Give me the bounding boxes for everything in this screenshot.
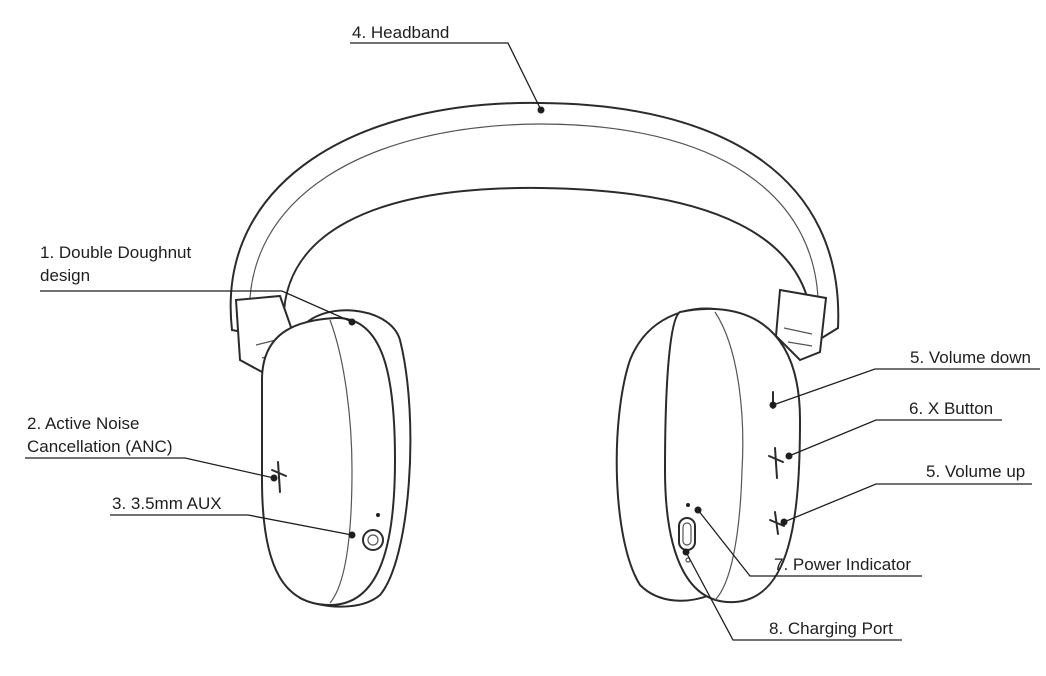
label-charging-port: 8. Charging Port [769, 619, 893, 638]
label-aux: 3. 3.5mm AUX [112, 494, 222, 513]
label-volume-up: 5. Volume up [926, 462, 1026, 481]
label-volume-down: 5. Volume down [910, 348, 1031, 367]
left-earcup [261, 309, 412, 608]
label-anc-line1: 2. Active Noise [27, 414, 140, 433]
right-hinge [774, 288, 828, 362]
leader-lines [25, 42, 1040, 641]
right-earcup [615, 307, 802, 604]
headband-shape [229, 101, 840, 346]
label-headband: 4. Headband [352, 23, 450, 42]
label-x-button: 6. X Button [909, 399, 994, 418]
label-double-doughnut-line1: 1. Double Doughnut [40, 243, 192, 262]
label-double-doughnut-line2: design [40, 266, 91, 285]
label-power-indicator: 7. Power Indicator [774, 555, 912, 574]
label-anc-line2: Cancellation (ANC) [27, 437, 173, 456]
